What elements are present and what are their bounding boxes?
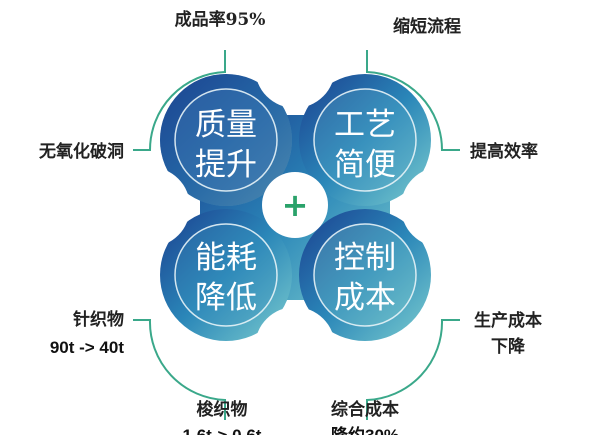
label-knit-line1: 针织物 [73,309,124,330]
quadrant-quality-line1: 质量 [195,107,257,143]
quadrant-quality-line2: 提升 [195,147,257,183]
quadrant-cost-line1: 控制 [334,240,396,276]
quadrant-energy-line1: 能耗 [195,240,257,276]
bracket-bottom-right [366,319,460,420]
bracket-top-right [366,50,460,151]
center-circle [262,172,328,238]
quadrant-process-line2: 简便 [334,147,396,183]
label-production-cost-line2: 下降 [491,336,526,357]
label-efficiency: 提高效率 [470,141,538,162]
plus-icon: + [282,186,309,224]
quadrant-cost-line2: 成本 [334,280,396,316]
ring-top-left [174,88,278,192]
label-total-cost-line1: 综合成本 [331,399,399,420]
ring-top-right [313,88,417,192]
bracket-top-left [133,50,226,151]
label-knit-line2: 90t -> 40t [50,338,125,357]
ring-bottom-right [313,223,417,327]
label-no-oxidation: 无氧化破洞 [38,141,124,162]
ring-bottom-left [174,223,278,327]
label-yield: 成品率95% [175,9,266,30]
label-total-cost-line2: 降约30% [331,425,399,435]
bracket-bottom-left [133,319,226,420]
label-woven-line1: 梭织物 [197,399,248,420]
label-woven-line2: 1.6t-> 0.6t [183,426,262,435]
quadrant-energy-line2: 降低 [195,280,257,316]
quadrant-process-line1: 工艺 [334,107,396,143]
label-production-cost-line1: 生产成本 [474,310,542,331]
label-shorten-process: 缩短流程 [393,16,461,37]
